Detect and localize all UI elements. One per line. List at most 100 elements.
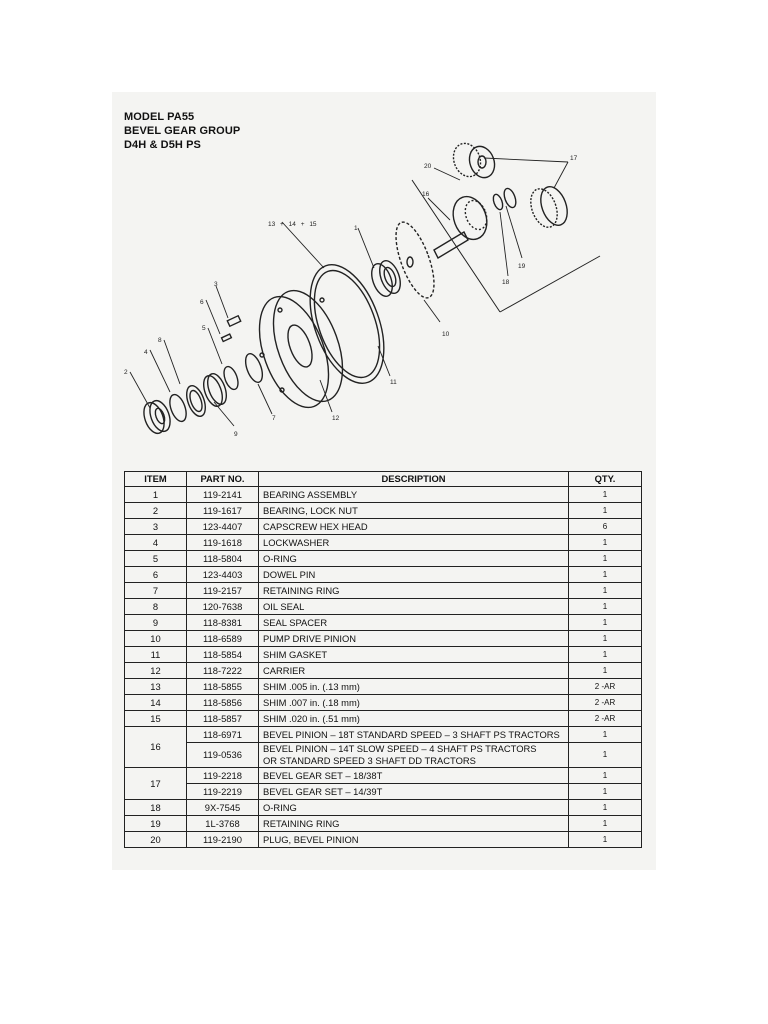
item-cell: 6 [124, 566, 187, 583]
part-cell: 118-5855 [186, 678, 259, 695]
page-title: MODEL PA55 BEVEL GEAR GROUP D4H & D5H PS [124, 110, 240, 152]
carrier-part [258, 289, 344, 409]
table-row: 15 118-5857 SHIM .020 in. (.51 mm) 2 -AR [124, 710, 642, 727]
callout-2: 2 [124, 369, 128, 376]
item-cell: 4 [124, 534, 187, 551]
part-cell: 118-8381 [186, 614, 259, 631]
table-row: 16 118-6971 BEVEL PINION – 18T STANDARD … [124, 726, 642, 768]
table-row: 11 118-5854 SHIM GASKET 1 [124, 646, 642, 663]
table-row: 6 123-4403 DOWEL PIN 1 [124, 566, 642, 583]
item-cell: 13 [124, 678, 187, 695]
table-row: 9 118-8381 SEAL SPACER 1 [124, 614, 642, 631]
table-row: 12 118-7222 CARRIER 1 [124, 662, 642, 679]
item-cell: 11 [124, 646, 187, 663]
dowel-pin-part [220, 333, 233, 343]
description-cell: BEVEL GEAR SET – 14/39T [258, 783, 569, 800]
callout-1: 1 [354, 225, 358, 232]
description-cell: O-RING [258, 799, 569, 816]
qty-cell: 1 [568, 582, 642, 599]
lockwasher-part [169, 393, 187, 423]
part-cell: 118-5857 [186, 710, 259, 727]
table-row: 1 119-2141 BEARING ASSEMBLY 1 [124, 486, 642, 503]
pump-drive-pinion-part [395, 221, 435, 299]
callout-9: 9 [234, 431, 238, 438]
callout-5: 5 [202, 325, 206, 332]
description-cell: SHIM .007 in. (.18 mm) [258, 694, 569, 711]
table-row: 8 120-7638 OIL SEAL 1 [124, 598, 642, 615]
callout-4: 4 [144, 349, 148, 356]
item-cell: 17 [124, 767, 187, 800]
oil-seal-part [186, 385, 206, 417]
bevel-pinion-part [433, 195, 488, 259]
item-cell: 15 [124, 710, 187, 727]
item-cell: 7 [124, 582, 187, 599]
description-cell: RETAINING RING [258, 815, 569, 832]
table-row: 2 119-1617 BEARING, LOCK NUT 1 [124, 502, 642, 519]
part-cell: 119-0536 [186, 742, 259, 768]
table-row: 3 123-4407 CAPSCREW HEX HEAD 6 [124, 518, 642, 535]
description-cell: SHIM .005 in. (.13 mm) [258, 678, 569, 695]
part-cell: 9X-7545 [186, 799, 259, 816]
description-cell: BEARING, LOCK NUT [258, 502, 569, 519]
bevel-gear-lower-part [530, 186, 568, 228]
callout-20: 20 [424, 163, 432, 170]
description-cell: OIL SEAL [258, 598, 569, 615]
title-group: BEVEL GEAR GROUP [124, 125, 241, 137]
item-cell: 5 [124, 550, 187, 567]
part-cell: 119-2190 [186, 831, 259, 848]
header-item: ITEM [124, 471, 187, 487]
callout-19: 19 [518, 263, 526, 270]
description-cell: RETAINING RING [258, 582, 569, 599]
title-tractors: D4H & D5H PS [124, 139, 201, 151]
qty-cell: 1 [568, 815, 642, 832]
description-cell: O-RING [258, 550, 569, 567]
table-row: 119-2219 BEVEL GEAR SET – 14/39T 1 [125, 783, 642, 800]
qty-cell: 1 [568, 726, 642, 743]
qty-cell: 1 [568, 646, 642, 663]
retaining-ring-small-part [503, 187, 517, 209]
table-row: 20 119-2190 PLUG, BEVEL PINION 1 [124, 831, 642, 848]
item-cell: 10 [124, 630, 187, 647]
qty-cell: 1 [568, 799, 642, 816]
shim-gasket-part [309, 264, 385, 384]
part-cell: 118-6971 [186, 726, 259, 743]
item-cell: 12 [124, 662, 187, 679]
qty-cell: 1 [568, 783, 642, 800]
qty-cell: 1 [568, 831, 642, 848]
description-cell: BEVEL GEAR SET – 18/38T [258, 767, 569, 784]
qty-cell: 1 [568, 566, 642, 583]
part-cell: 120-7638 [186, 598, 259, 615]
header-description: DESCRIPTION [258, 471, 569, 487]
description-cell: BEVEL PINION – 14T SLOW SPEED – 4 SHAFT … [258, 742, 569, 768]
description-line: BEVEL PINION – 14T SLOW SPEED – 4 SHAFT … [263, 743, 537, 755]
description-cell: SHIM .020 in. (.51 mm) [258, 710, 569, 727]
table-row: 13 118-5855 SHIM .005 in. (.13 mm) 2 -AR [124, 678, 642, 695]
description-cell: PUMP DRIVE PINION [258, 630, 569, 647]
part-cell: 119-2157 [186, 582, 259, 599]
part-cell: 119-2141 [186, 486, 259, 503]
table-row: 7 119-2157 RETAINING RING 1 [124, 582, 642, 599]
bearing-assembly-part [371, 260, 401, 297]
table-row: 10 118-6589 PUMP DRIVE PINION 1 [124, 630, 642, 647]
part-cell: 123-4407 [186, 518, 259, 535]
callout-6: 6 [200, 299, 204, 306]
callout-3: 3 [214, 281, 218, 288]
qty-cell: 1 [568, 598, 642, 615]
description-cell: SHIM GASKET [258, 646, 569, 663]
table-row: 17 119-2218 BEVEL GEAR SET – 18/38T 1 [124, 767, 642, 800]
qty-cell: 1 [568, 614, 642, 631]
callout-8: 8 [158, 337, 162, 344]
title-model: MODEL PA55 [124, 111, 195, 123]
callout-12: 12 [332, 415, 340, 422]
description-line: OR STANDARD SPEED 3 SHAFT DD TRACTORS [263, 755, 476, 766]
callout-17: 17 [570, 155, 578, 162]
qty-cell: 2 -AR [568, 694, 642, 711]
callout-11: 11 [390, 379, 397, 386]
item-cell: 19 [124, 815, 187, 832]
table-row: 5 118-5804 O-RING 1 [124, 550, 642, 567]
part-cell: 123-4403 [186, 566, 259, 583]
part-cell: 119-1617 [186, 502, 259, 519]
qty-cell: 2 -AR [568, 710, 642, 727]
header-qty: QTY. [568, 471, 642, 487]
item-cell: 14 [124, 694, 187, 711]
